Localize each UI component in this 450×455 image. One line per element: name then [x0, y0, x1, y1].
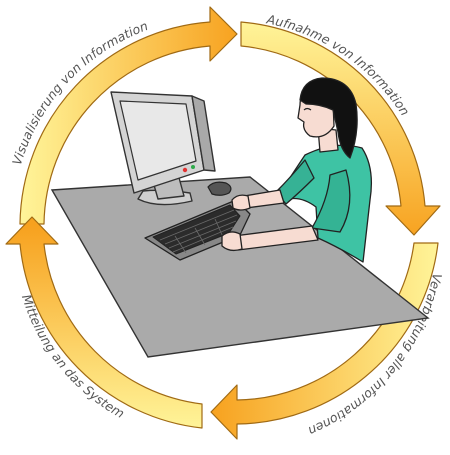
monitor-side [191, 95, 216, 172]
cycle-arrows [5, 6, 441, 440]
mouse [207, 181, 232, 196]
monitor-screen [119, 100, 197, 181]
left-hand [231, 194, 251, 211]
hair [299, 77, 358, 159]
right-sleeve [311, 169, 351, 233]
person [221, 77, 373, 263]
monitor [110, 91, 216, 206]
desk [50, 176, 430, 358]
arrow-aufnahme-to-verarbeitung [240, 21, 441, 236]
arrow-visualisierung-to-aufnahme [19, 6, 238, 225]
computer-user-illustration [50, 77, 430, 358]
power-led [182, 167, 188, 173]
eye [303, 107, 312, 111]
status-led [191, 165, 195, 169]
keyboard [144, 199, 251, 261]
right-hand [221, 231, 243, 252]
left-sleeve [275, 159, 315, 205]
arrow-mitteilung-to-visualisierung [5, 216, 203, 429]
keyboard-keys [152, 204, 241, 255]
